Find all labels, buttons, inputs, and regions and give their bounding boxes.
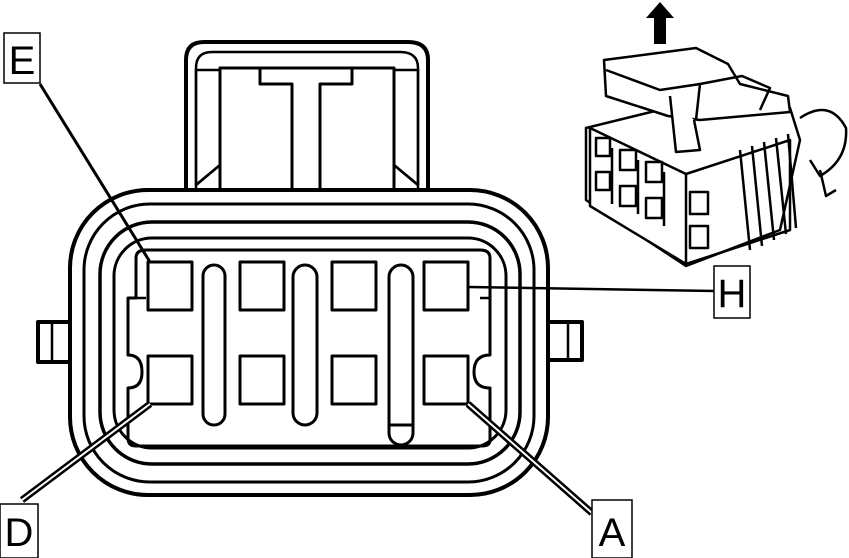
housing-second-shell <box>82 202 536 484</box>
pin-cavity-bottom-3 <box>330 354 378 406</box>
locking-latch <box>184 40 430 195</box>
pin-label-E-group: E <box>3 32 41 84</box>
pin-label-D: D <box>5 511 34 555</box>
pin-label-D-group: D <box>0 503 39 558</box>
pin-label-E: E <box>9 39 36 83</box>
pin-cavity-A <box>422 354 470 406</box>
pin-label-H-group: H <box>713 265 751 319</box>
pin-label-A-group: A <box>591 499 633 558</box>
separator-rib-1 <box>201 263 227 427</box>
pin-cavity-E <box>146 260 194 312</box>
pin-cavity-top-3 <box>330 260 378 312</box>
pin-cavity-H <box>422 260 470 312</box>
housing-inner-shell <box>112 236 508 450</box>
leader-line-E <box>38 83 152 263</box>
pin-cavity-bottom-2 <box>238 354 286 406</box>
pin-cavity-D <box>146 354 194 406</box>
housing-third-shell <box>98 220 522 466</box>
leader-lines <box>19 83 717 516</box>
leader-line-H <box>467 285 717 293</box>
connector-front-view <box>36 40 584 497</box>
pin-label-H: H <box>718 272 747 316</box>
inner-cavity <box>126 248 492 448</box>
pin-cavity-top-2 <box>238 260 286 312</box>
connector-isometric-view <box>584 2 848 268</box>
up-arrow-icon <box>646 2 674 44</box>
housing-outer-shell <box>68 188 550 497</box>
separator-rib-3 <box>387 263 415 447</box>
pin-label-A: A <box>599 511 626 555</box>
separator-rib-2 <box>291 263 319 427</box>
